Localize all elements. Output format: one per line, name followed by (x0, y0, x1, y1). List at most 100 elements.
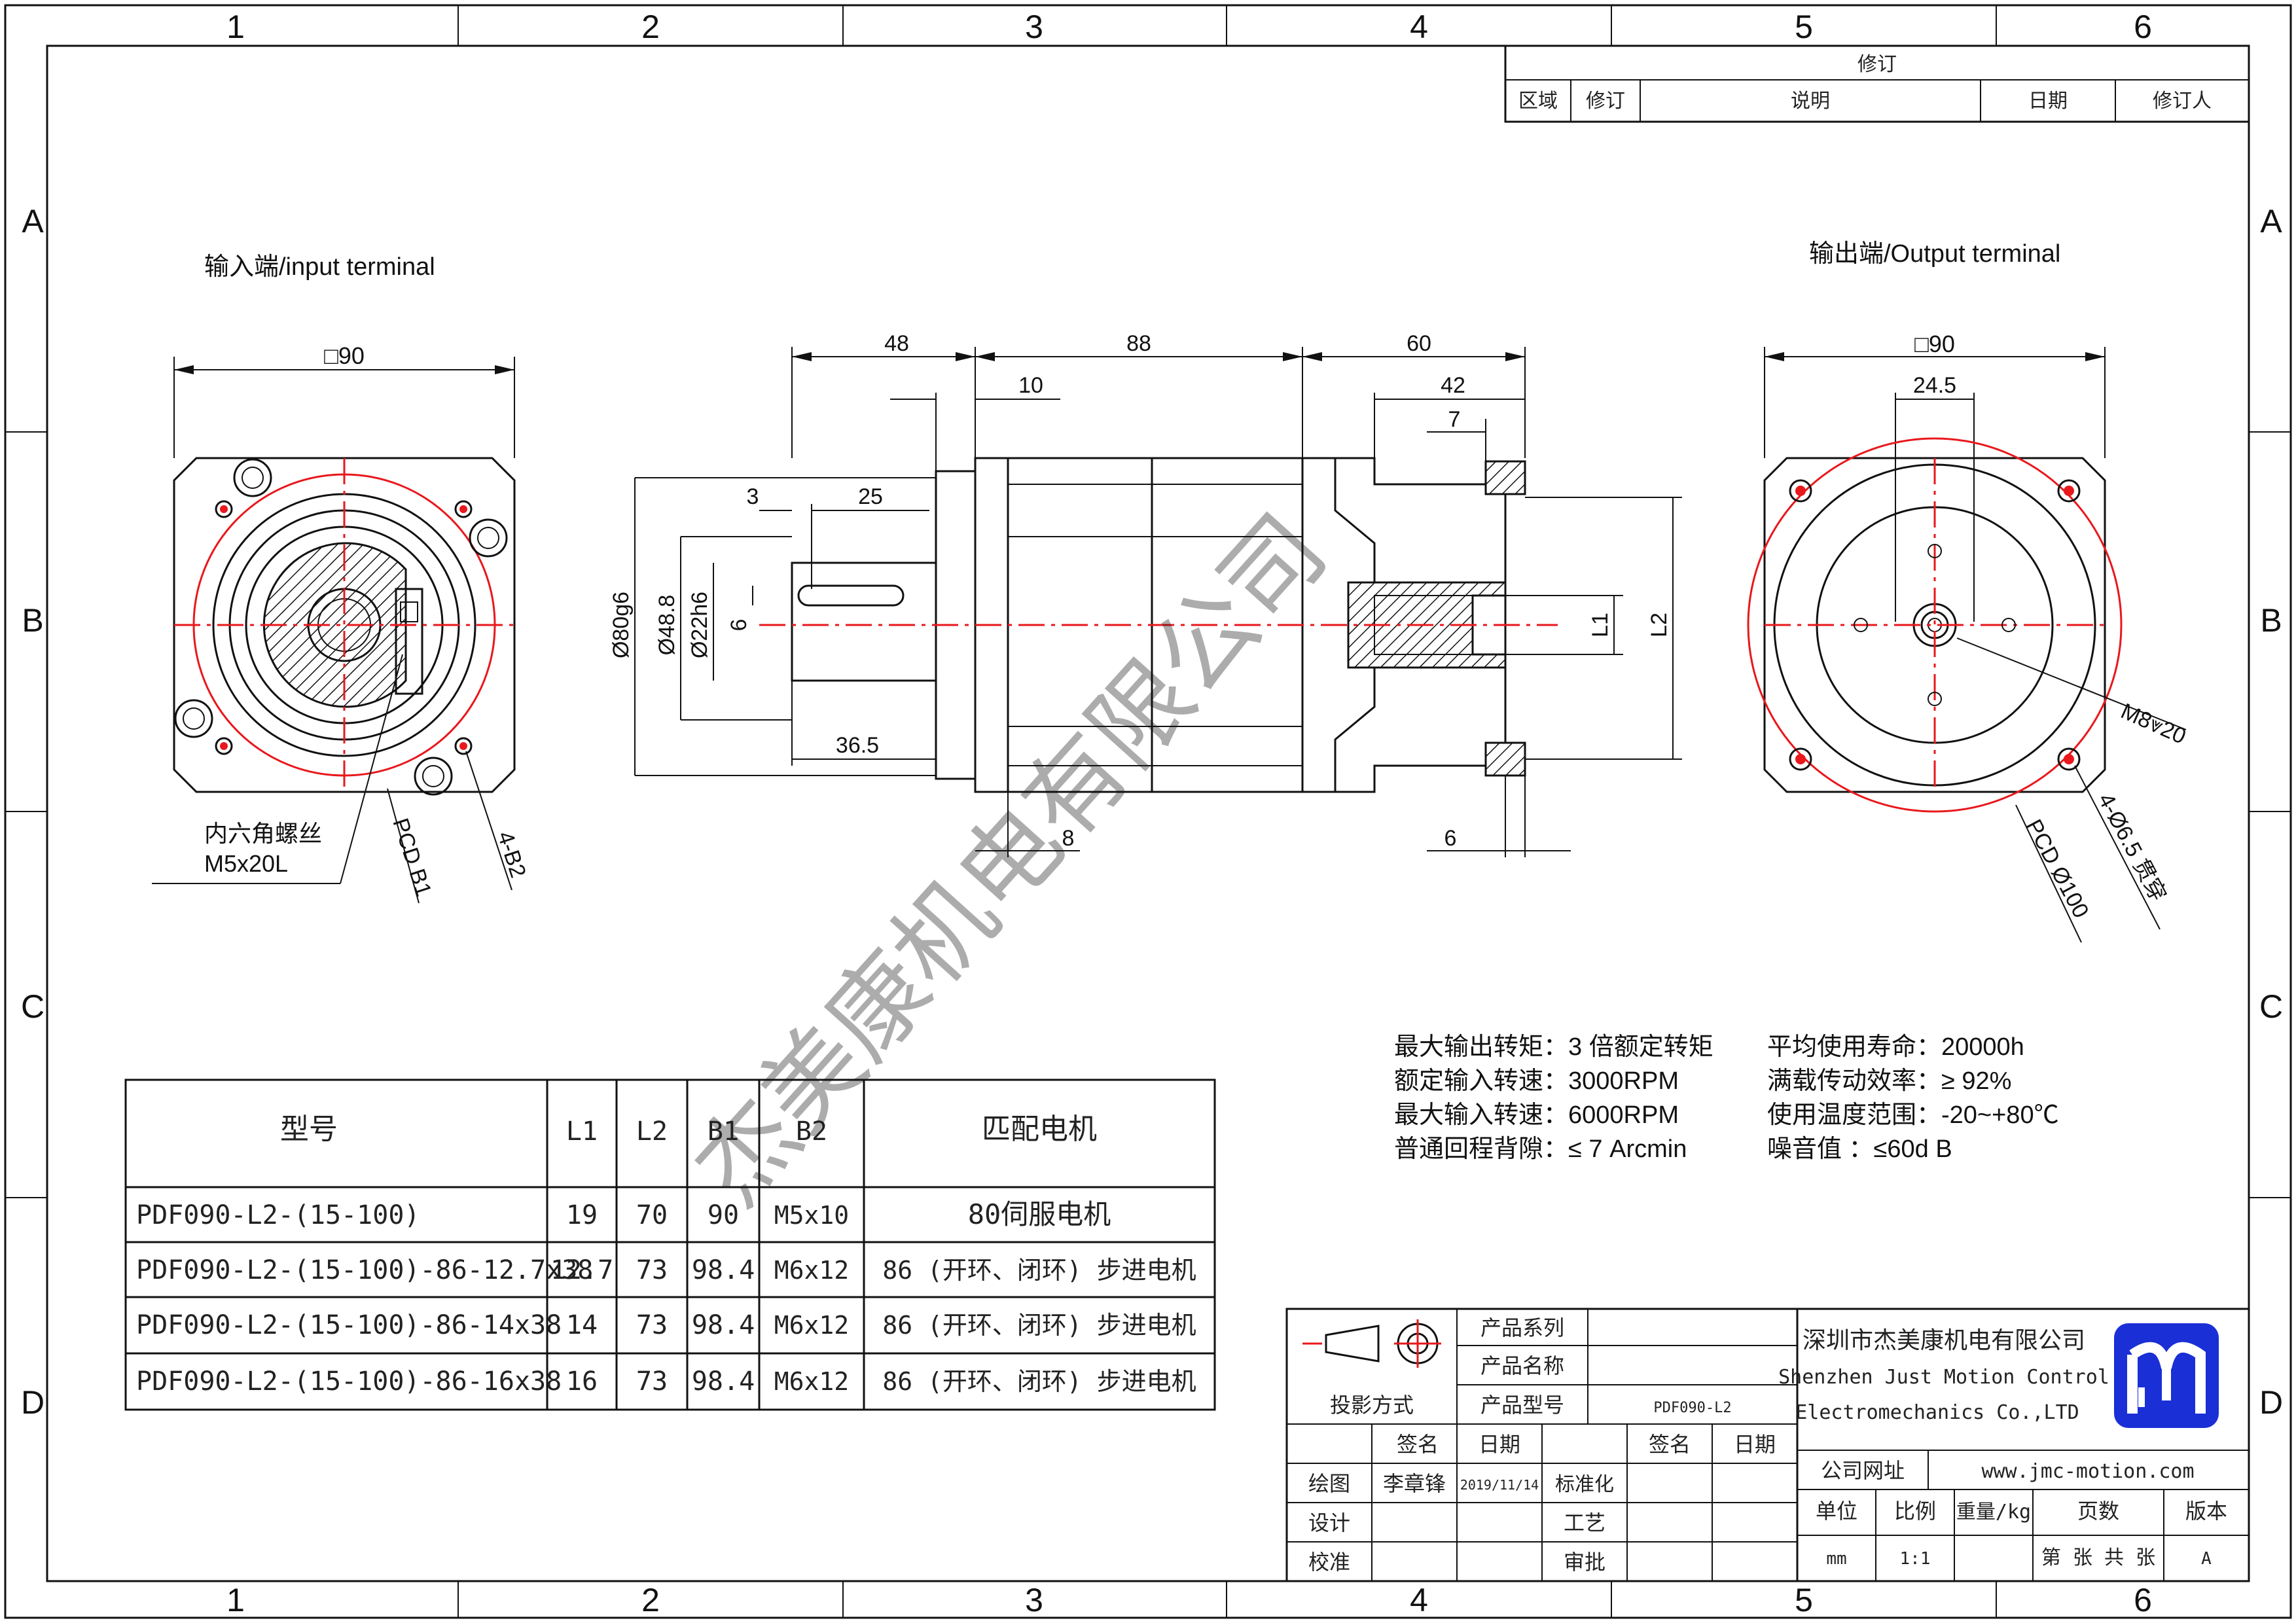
spec-line: 使用温度范围：-20~+80℃ (1767, 1101, 2059, 1129)
column-label: 6 (2134, 9, 2152, 45)
row-label: B (2260, 602, 2282, 639)
table-cell: 19 (566, 1200, 598, 1230)
title-block: 投影方式 产品系列 产品名称 产品型号 PDF090-L2 签名 日期 签名 日… (1285, 1308, 2250, 1582)
revision-title: 修订 (1857, 53, 1897, 76)
table-cell: 98.4 (692, 1255, 755, 1285)
row-labels: A B C D A B C D (21, 203, 2283, 1421)
process-label: 工艺 (1564, 1510, 1605, 1535)
output-holes-label: 4-Ø6.5 贯穿 (2093, 789, 2171, 906)
company-name-cn: 深圳市杰美康机电有限公司 (1803, 1327, 2085, 1354)
output-square-dim: □90 (1914, 330, 1955, 357)
dim-L2: L2 (1647, 613, 1672, 637)
specs-right: 平均使用寿命：20000h 满载传动效率：≥ 92% 使用温度范围：-20~+8… (1767, 1033, 2059, 1163)
date-label: 日期 (1479, 1432, 1520, 1457)
input-terminal-label: 输入端/input terminal (204, 253, 435, 281)
table-cell: 73 (636, 1366, 668, 1397)
table-cell: 12.7 (550, 1255, 613, 1285)
scale-value: 1:1 (1900, 1549, 1931, 1569)
input-end-view: 输入端/input terminal □90 内六角螺丝 (152, 253, 531, 904)
side-section-view: 48 88 60 10 42 7 3 25 36.5 8 6 Ø80g6 (609, 331, 1682, 857)
pcd-b1-label: PCD B1 (387, 815, 436, 900)
column-label: 2 (641, 9, 660, 45)
model-table: 型号 L1 L2 B1 B2 匹配电机 PDF090-L2-(15-100) 1… (124, 1079, 1216, 1411)
spec-line: 最大输出转矩：3 倍额定转矩 (1394, 1033, 1713, 1061)
sheet-frame (4, 4, 2292, 1619)
output-end-view: 输出端/Output terminal □90 24.5 M8⩔20 4-Ø6.… (1747, 240, 2190, 943)
table-header: 型号 (280, 1113, 338, 1146)
revision-header: 区域 (1518, 90, 1558, 113)
spec-line: 噪音值 ：≤60d B (1767, 1135, 1952, 1163)
holes-b2-label: 4-B2 (492, 829, 530, 881)
pages-value: 第 张 共 张 (2041, 1546, 2155, 1569)
specs-left: 最大输出转矩：3 倍额定转矩 额定输入转速：3000RPM 最大输入转速：600… (1394, 1033, 1713, 1163)
table-header: 匹配电机 (982, 1113, 1097, 1146)
dim-42: 42 (1441, 373, 1465, 398)
column-label: 4 (1410, 1582, 1428, 1618)
row-label: D (2259, 1384, 2283, 1421)
column-label: 4 (1410, 9, 1428, 45)
dim-7: 7 (1448, 407, 1461, 432)
table-row: PDF090-L2-(15-100)-86-14x38 14 73 98.4 M… (136, 1310, 1196, 1340)
table-row: PDF090-L2-(15-100)-86-16x38 16 73 98.4 M… (136, 1366, 1196, 1397)
dim-60: 60 (1407, 331, 1431, 356)
sign-label-2: 签名 (1649, 1432, 1691, 1457)
column-label: 1 (226, 9, 245, 45)
row-label: A (22, 203, 44, 240)
dim-6: 6 (1444, 826, 1457, 851)
revision-header: 说明 (1791, 90, 1830, 113)
dim-88: 88 (1126, 331, 1151, 356)
weight-label: 重量/kg (1956, 1501, 2031, 1524)
row-label: A (2260, 203, 2282, 240)
column-label: 5 (1795, 9, 1813, 45)
dim-dia-80: Ø80g6 (609, 592, 634, 658)
table-cell: 98.4 (692, 1366, 755, 1397)
dim-36-5: 36.5 (836, 733, 879, 758)
projection-label: 投影方式 (1330, 1393, 1414, 1418)
revision-header: 修订 (1586, 90, 1625, 113)
table-header: B1 (708, 1116, 739, 1147)
table-row: PDF090-L2-(15-100) 19 70 90 M5x10 80伺服电机 (136, 1198, 1111, 1230)
table-header: L2 (636, 1116, 668, 1147)
dim-25: 25 (858, 484, 883, 509)
screw-size: M5x20L (204, 850, 288, 877)
website-label: 公司网址 (1821, 1458, 1905, 1483)
company-name-en-2: Electromechanics Co.,LTD (1795, 1401, 2079, 1424)
table-row: PDF090-L2-(15-100)-86-12.7x38 12.7 73 98… (136, 1255, 1196, 1285)
table-cell: 86 (开环、闭环) 步进电机 (882, 1311, 1196, 1340)
date-label-2: 日期 (1734, 1432, 1776, 1457)
revision-block: 修订 区域 修订 说明 日期 修订人 (1504, 45, 2250, 123)
dim-8: 8 (1062, 826, 1075, 851)
spec-line: 平均使用寿命：20000h (1767, 1033, 2024, 1061)
table-cell: 86 (开环、闭环) 步进电机 (882, 1256, 1196, 1285)
company-name-en-1: Shenzhen Just Motion Control (1778, 1366, 2109, 1389)
revision-header: 修订人 (2153, 90, 2212, 113)
output-terminal-label: 输出端/Output terminal (1809, 240, 2060, 268)
output-pcd-label: PCD Ø100 (2021, 815, 2094, 922)
table-cell: 16 (566, 1366, 598, 1397)
pages-label: 页数 (2077, 1499, 2119, 1524)
input-square-dim: □90 (324, 342, 365, 369)
screw-label: 内六角螺丝 (204, 820, 322, 847)
dim-dia-48: Ø48.8 (655, 595, 679, 656)
unit-value: mm (1826, 1549, 1846, 1569)
output-key-dim: 24.5 (1913, 373, 1956, 398)
table-cell: M5x10 (774, 1201, 849, 1230)
table-header: L1 (566, 1116, 598, 1147)
row-label: C (21, 988, 45, 1025)
version-value: A (2201, 1549, 2212, 1569)
draw-date: 2019/11/14 (1460, 1477, 1539, 1493)
scale-label: 比例 (1894, 1499, 1936, 1524)
company-logo-icon (2114, 1323, 2219, 1428)
standard-label: 标准化 (1555, 1473, 1614, 1496)
dim-48: 48 (884, 331, 909, 356)
unit-label: 单位 (1816, 1499, 1857, 1524)
row-label: D (21, 1384, 45, 1421)
output-thread-label: M8⩔20 (2117, 699, 2190, 749)
product-name-label: 产品名称 (1480, 1353, 1564, 1378)
table-cell: M6x12 (774, 1311, 849, 1340)
dim-6-vertical: 6 (726, 619, 751, 632)
table-header: B2 (796, 1116, 827, 1147)
company-website[interactable]: www.jmc-motion.com (1981, 1460, 2194, 1483)
column-label: 3 (1025, 1582, 1043, 1618)
